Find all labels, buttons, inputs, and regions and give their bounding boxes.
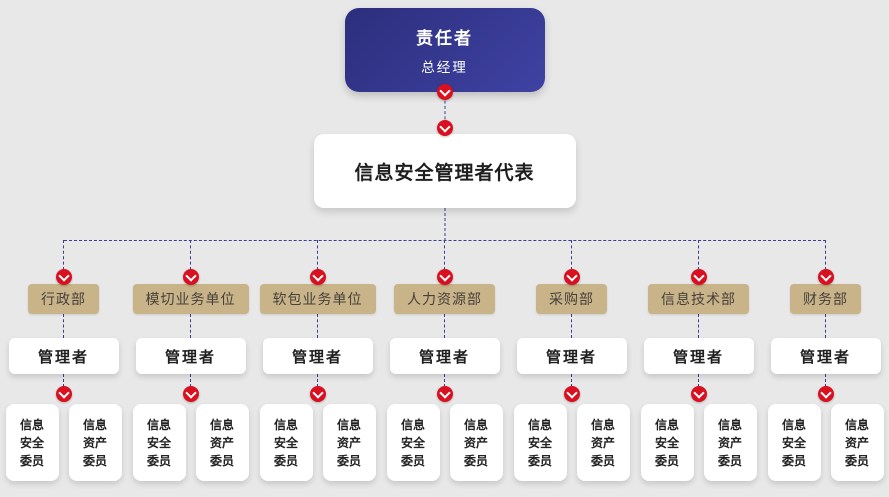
asset-member-box: 信息 资产 委员: [576, 404, 630, 481]
department-label: 信息技术部: [648, 284, 749, 314]
root-node: 责任者 总经理: [344, 8, 545, 92]
department-label: 行政部: [28, 284, 99, 314]
connector-line: [444, 240, 445, 270]
department-label: 模切业务单位: [132, 284, 249, 314]
connector-line: [444, 314, 445, 338]
chevron-down-icon: [309, 386, 326, 402]
department-column: 软包业务单位 管理者 信息 安全 委员 信息 资产 委员: [254, 240, 381, 481]
chevron-down-icon: [563, 386, 580, 402]
department-label: 财务部: [790, 284, 861, 314]
chevron-down-icon: [436, 120, 453, 136]
department-column: 信息技术部 管理者 信息 安全 委员 信息 资产 委员: [635, 240, 762, 481]
chevron-down-icon: [182, 269, 199, 285]
manager-box: 管理者: [262, 338, 373, 374]
connector-line: [444, 374, 445, 387]
connector-line: [317, 240, 318, 270]
manager-box: 管理者: [516, 338, 627, 374]
security-member-box: 信息 安全 委员: [259, 404, 313, 481]
department-column: 财务部 管理者 信息 安全 委员 信息 资产 委员: [762, 240, 889, 481]
connector-line: [317, 374, 318, 387]
member-row: 信息 安全 委员 信息 资产 委员: [386, 404, 503, 481]
connector-line: [698, 240, 699, 270]
connector-line: [571, 374, 572, 387]
connector-line: [317, 314, 318, 338]
department-columns: 行政部 管理者 信息 安全 委员 信息 资产 委员 模切业务单位 管理者 信息 …: [0, 240, 889, 481]
manager-box: 管理者: [770, 338, 881, 374]
member-row: 信息 安全 委员 信息 资产 委员: [767, 404, 884, 481]
chevron-down-icon: [55, 386, 72, 402]
member-row: 信息 安全 委员 信息 资产 委员: [259, 404, 376, 481]
connector-line: [63, 240, 64, 270]
connector-line: [825, 240, 826, 270]
connector-line: [698, 314, 699, 338]
department-column: 采购部 管理者 信息 安全 委员 信息 资产 委员: [508, 240, 635, 481]
chevron-down-icon: [817, 269, 834, 285]
security-member-box: 信息 安全 委员: [132, 404, 186, 481]
member-row: 信息 安全 委员 信息 资产 委员: [132, 404, 249, 481]
connector-line: [190, 374, 191, 387]
connector-line: [63, 374, 64, 387]
security-member-box: 信息 安全 委员: [386, 404, 440, 481]
member-row: 信息 安全 委员 信息 资产 委员: [513, 404, 630, 481]
asset-member-box: 信息 资产 委员: [322, 404, 376, 481]
chevron-down-icon: [436, 269, 453, 285]
asset-member-box: 信息 资产 委员: [449, 404, 503, 481]
connector-line: [571, 240, 572, 270]
connector-line: [571, 314, 572, 338]
representative-node: 信息安全管理者代表: [313, 134, 576, 208]
department-column: 人力资源部 管理者 信息 安全 委员 信息 资产 委员: [381, 240, 508, 481]
connector-line: [190, 314, 191, 338]
security-member-box: 信息 安全 委员: [640, 404, 694, 481]
root-subtitle: 总经理: [421, 60, 468, 76]
chevron-down-icon: [690, 386, 707, 402]
manager-box: 管理者: [8, 338, 119, 374]
asset-member-box: 信息 资产 委员: [703, 404, 757, 481]
chevron-down-icon: [436, 386, 453, 402]
member-row: 信息 安全 委员 信息 资产 委员: [5, 404, 122, 481]
asset-member-box: 信息 资产 委员: [830, 404, 884, 481]
chevron-down-icon: [436, 84, 453, 100]
asset-member-box: 信息 资产 委员: [195, 404, 249, 481]
asset-member-box: 信息 资产 委员: [68, 404, 122, 481]
chevron-down-icon: [309, 269, 326, 285]
connector-line: [190, 240, 191, 270]
connector-line: [698, 374, 699, 387]
member-row: 信息 安全 委员 信息 资产 委员: [640, 404, 757, 481]
security-member-box: 信息 安全 委员: [767, 404, 821, 481]
connector-line: [444, 90, 445, 130]
manager-box: 管理者: [389, 338, 500, 374]
connector-line: [825, 314, 826, 338]
manager-box: 管理者: [135, 338, 246, 374]
security-member-box: 信息 安全 委员: [5, 404, 59, 481]
chevron-down-icon: [182, 386, 199, 402]
security-member-box: 信息 安全 委员: [513, 404, 567, 481]
department-label: 软包业务单位: [259, 284, 376, 314]
connector-line: [825, 374, 826, 387]
chevron-down-icon: [817, 386, 834, 402]
chevron-down-icon: [690, 269, 707, 285]
connector-line: [444, 208, 445, 241]
chevron-down-icon: [55, 269, 72, 285]
connector-line: [63, 314, 64, 338]
department-column: 行政部 管理者 信息 安全 委员 信息 资产 委员: [0, 240, 127, 481]
department-label: 人力资源部: [394, 284, 495, 314]
manager-box: 管理者: [643, 338, 754, 374]
department-column: 模切业务单位 管理者 信息 安全 委员 信息 资产 委员: [127, 240, 254, 481]
root-title: 责任者: [416, 29, 473, 49]
department-label: 采购部: [536, 284, 607, 314]
chevron-down-icon: [563, 269, 580, 285]
